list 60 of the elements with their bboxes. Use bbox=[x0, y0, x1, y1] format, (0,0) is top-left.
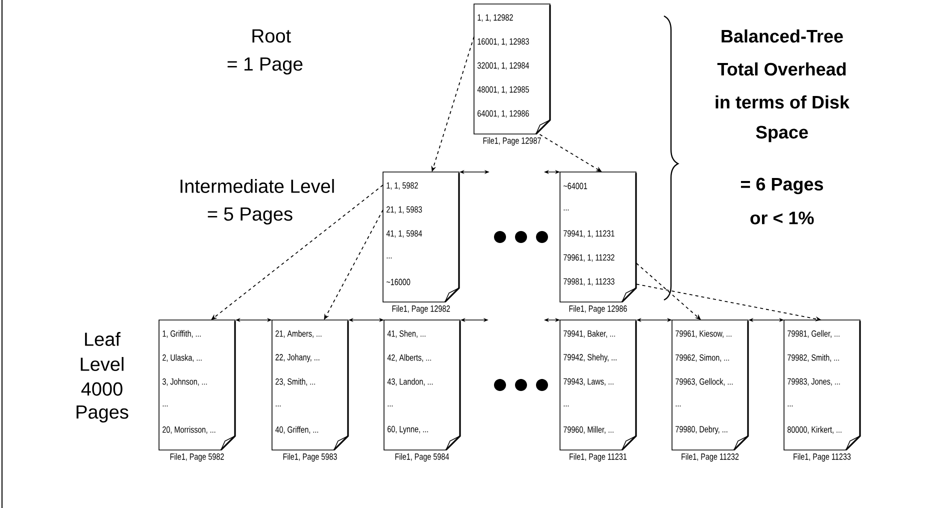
page-caption: File1, Page 11231 bbox=[570, 453, 627, 462]
page-caption: File1, Page 12986 bbox=[569, 305, 627, 314]
page-caption: File1, Page 5984 bbox=[395, 453, 449, 462]
level-label: Root bbox=[252, 29, 291, 43]
entry-text: 79981, Geller, ... bbox=[788, 330, 840, 338]
entry-text: 1, Griffith, ... bbox=[162, 330, 201, 338]
entry-text: 21, Ambers, ... bbox=[276, 330, 322, 338]
entry-text: 41, Shen, ... bbox=[387, 330, 426, 338]
entry-text: 41, 1, 5984 bbox=[386, 230, 422, 238]
overhead-label: or < 1% bbox=[750, 212, 814, 224]
level-label: = 5 Pages bbox=[208, 208, 292, 224]
level-label: Intermediate Level bbox=[180, 179, 334, 193]
entry-text: 60, Lynne, ... bbox=[388, 426, 428, 434]
entry-text: ~64001 bbox=[564, 182, 588, 190]
entry-text: 64001, 1, 12986 bbox=[478, 110, 529, 118]
entry-text: 80000, Kirkert, ... bbox=[788, 426, 842, 434]
overhead-label: Balanced-Tree bbox=[722, 29, 843, 43]
entry-text: 1, 1, 12982 bbox=[478, 14, 513, 22]
page-caption: File1, Page 11232 bbox=[682, 453, 739, 462]
entry-text: 40, Griffen, ... bbox=[275, 426, 318, 434]
level-label: 4000 bbox=[81, 382, 122, 396]
entry-text: 21, 1, 5983 bbox=[386, 206, 422, 214]
entry-text: 79983, Jones, ... bbox=[788, 378, 840, 386]
overhead-label: Total Overhead bbox=[717, 62, 846, 76]
entry-text: 79941, 1, 11231 bbox=[564, 230, 614, 238]
level-label: = 1 Page bbox=[228, 58, 302, 74]
page-caption: File1, Page 12987 bbox=[483, 137, 541, 146]
entry-text: 79981, 1, 11233 bbox=[564, 278, 614, 286]
entry-text: 42, Alberts, ... bbox=[387, 354, 431, 362]
page-caption: File1, Page 11233 bbox=[794, 453, 851, 462]
entry-text: 79961, Kiesow, ... bbox=[676, 330, 732, 338]
level-label: Leaf bbox=[85, 332, 121, 346]
entry-text: 79960, Miller, ... bbox=[564, 426, 614, 434]
entry-text: 23, Smith, ... bbox=[276, 378, 315, 386]
entry-text: 1, 1, 5982 bbox=[386, 182, 418, 190]
entry-text: 79943, Laws, ... bbox=[564, 378, 614, 386]
entry-text: 79982, Smith, ... bbox=[788, 354, 839, 362]
entry-text: 79980, Debry, ... bbox=[676, 426, 728, 434]
entry-text: 79963, Gellock, ... bbox=[676, 378, 733, 386]
entry-text: 16001, 1, 12983 bbox=[478, 38, 529, 46]
level-label: Pages bbox=[76, 406, 128, 422]
level-label: Level bbox=[80, 357, 124, 371]
entry-text: 79961, 1, 11232 bbox=[564, 254, 614, 262]
entry-text: 79941, Baker, ... bbox=[564, 330, 615, 338]
overhead-label: Space bbox=[756, 126, 808, 142]
entry-text: ~16000 bbox=[386, 278, 410, 286]
page-caption: File1, Page 12982 bbox=[392, 305, 450, 314]
entry-text: 20, Morrisson, ... bbox=[162, 426, 216, 434]
entry-text: 22, Johany, ... bbox=[276, 354, 320, 362]
entry-text: 79962, Simon, ... bbox=[676, 354, 729, 362]
entry-text: 48001, 1, 12985 bbox=[477, 86, 529, 94]
overhead-label: = 6 Pages bbox=[740, 178, 824, 194]
entry-text: 2, Ulaska, ... bbox=[162, 354, 202, 362]
page-caption: File1, Page 5982 bbox=[170, 453, 224, 462]
entry-text: 43, Landon, ... bbox=[387, 378, 433, 386]
page-caption: File1, Page 5983 bbox=[283, 453, 337, 462]
entry-text: 32001, 1, 12984 bbox=[477, 62, 530, 70]
entry-text: 3, Johnson, ... bbox=[162, 378, 207, 386]
overhead-label: in terms of Disk bbox=[716, 95, 850, 109]
entry-text: 79942, Shehy, ... bbox=[564, 354, 616, 362]
